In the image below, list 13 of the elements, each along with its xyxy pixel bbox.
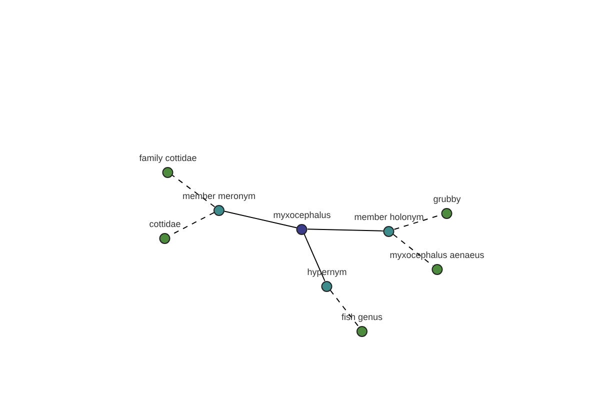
node-label: myxocephalus aenaeus (390, 249, 484, 261)
connector-line (307, 228, 384, 232)
node-label: member meronym (182, 190, 256, 202)
connector-line (304, 234, 326, 282)
dashed-line (330, 290, 360, 328)
node-label: fish genus (341, 311, 383, 323)
node-label: grubby (433, 193, 461, 205)
node-label: member holonym (354, 211, 424, 223)
node-label: family cottidae (139, 152, 197, 164)
node-label: cottidae (149, 218, 181, 230)
node-label: myxocephalus (273, 209, 331, 221)
dashed-line (172, 174, 216, 208)
connector-line (224, 210, 298, 228)
